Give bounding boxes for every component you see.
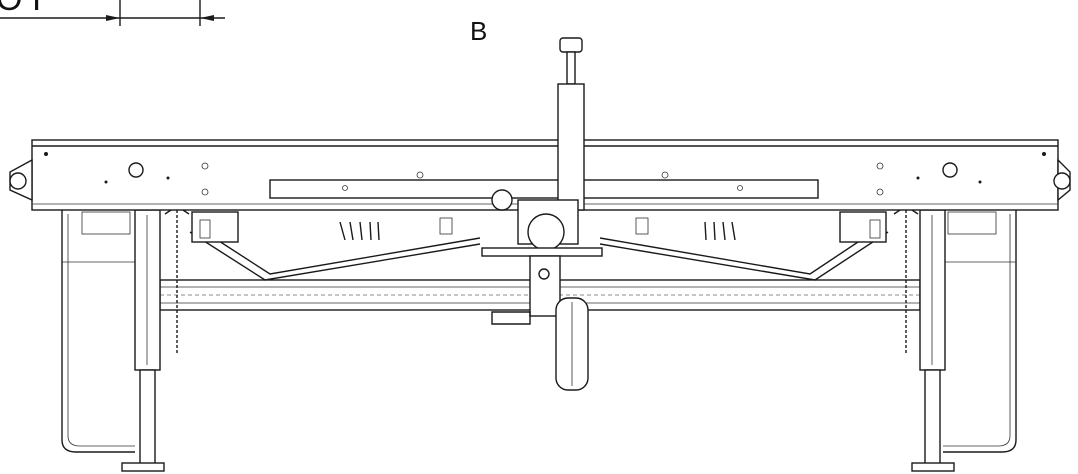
right-fender <box>943 210 1017 453</box>
drawbar-frame <box>189 231 889 281</box>
left-support-leg <box>121 209 165 472</box>
dimension-label: O I <box>0 0 41 18</box>
left-fender <box>61 210 135 453</box>
spring-hangers <box>191 211 887 243</box>
dimension-callout: O I <box>0 0 225 26</box>
chassis-beam <box>9 139 1071 211</box>
right-support-leg <box>911 209 955 472</box>
view-label: B <box>470 16 487 46</box>
jockey-wheel-assembly <box>481 37 603 391</box>
